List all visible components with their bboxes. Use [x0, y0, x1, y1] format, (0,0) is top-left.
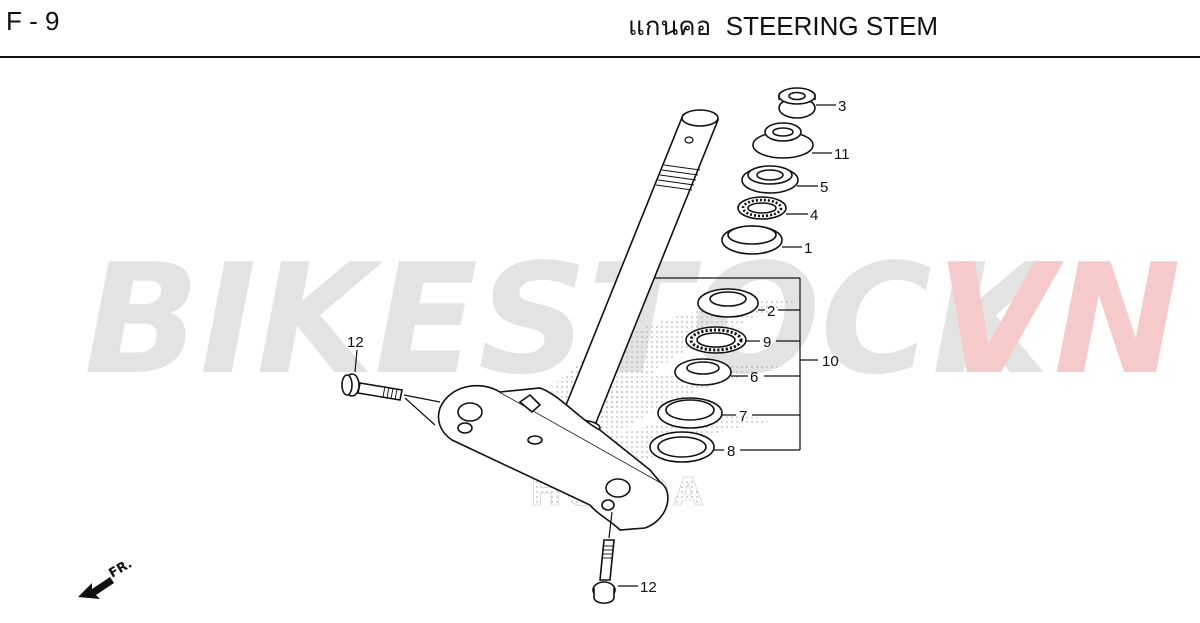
callout-9: 9: [763, 334, 771, 351]
page-title: แกนคอ STEERING STEM: [628, 11, 939, 41]
callout-12-upper: 12: [347, 334, 364, 351]
ball-race-2: [697, 288, 759, 318]
lock-nut-11: [752, 122, 814, 159]
bolt-12-lower: [592, 511, 616, 605]
callout-11: 11: [834, 146, 850, 163]
callout-4: 4: [810, 207, 818, 224]
front-direction-label: FR.: [107, 556, 135, 581]
bottom-bridge: [437, 384, 669, 531]
ball-race-1: [721, 225, 783, 255]
watermark-text-vn: VN: [936, 231, 1181, 408]
callout-numbers: 3 11 5 4 1 2 9 10 6 7 8 12 12: [347, 98, 850, 596]
callout-6: 6: [750, 369, 758, 386]
callout-8: 8: [727, 443, 735, 460]
bolt-12-upper: [341, 373, 441, 426]
callout-10: 10: [822, 353, 839, 370]
section-code: F - 9: [6, 6, 60, 36]
leader-lines: [354, 104, 836, 587]
callout-2: 2: [767, 303, 775, 320]
nut-3: [778, 87, 816, 119]
cone-race-6: [674, 358, 732, 386]
callout-3: 3: [838, 98, 846, 115]
ball-bearing-4: [737, 196, 787, 220]
cone-race-5: [741, 165, 799, 194]
ball-bearing-9: [685, 326, 747, 354]
callout-1: 1: [804, 240, 812, 257]
callout-5: 5: [820, 179, 828, 196]
dust-seal-7: [657, 397, 723, 429]
callout-12-lower: 12: [640, 579, 657, 596]
callout-7: 7: [739, 408, 747, 425]
washer-8: [649, 431, 715, 463]
header-divider: [0, 56, 1200, 58]
front-direction-arrow: FR.: [78, 556, 135, 599]
